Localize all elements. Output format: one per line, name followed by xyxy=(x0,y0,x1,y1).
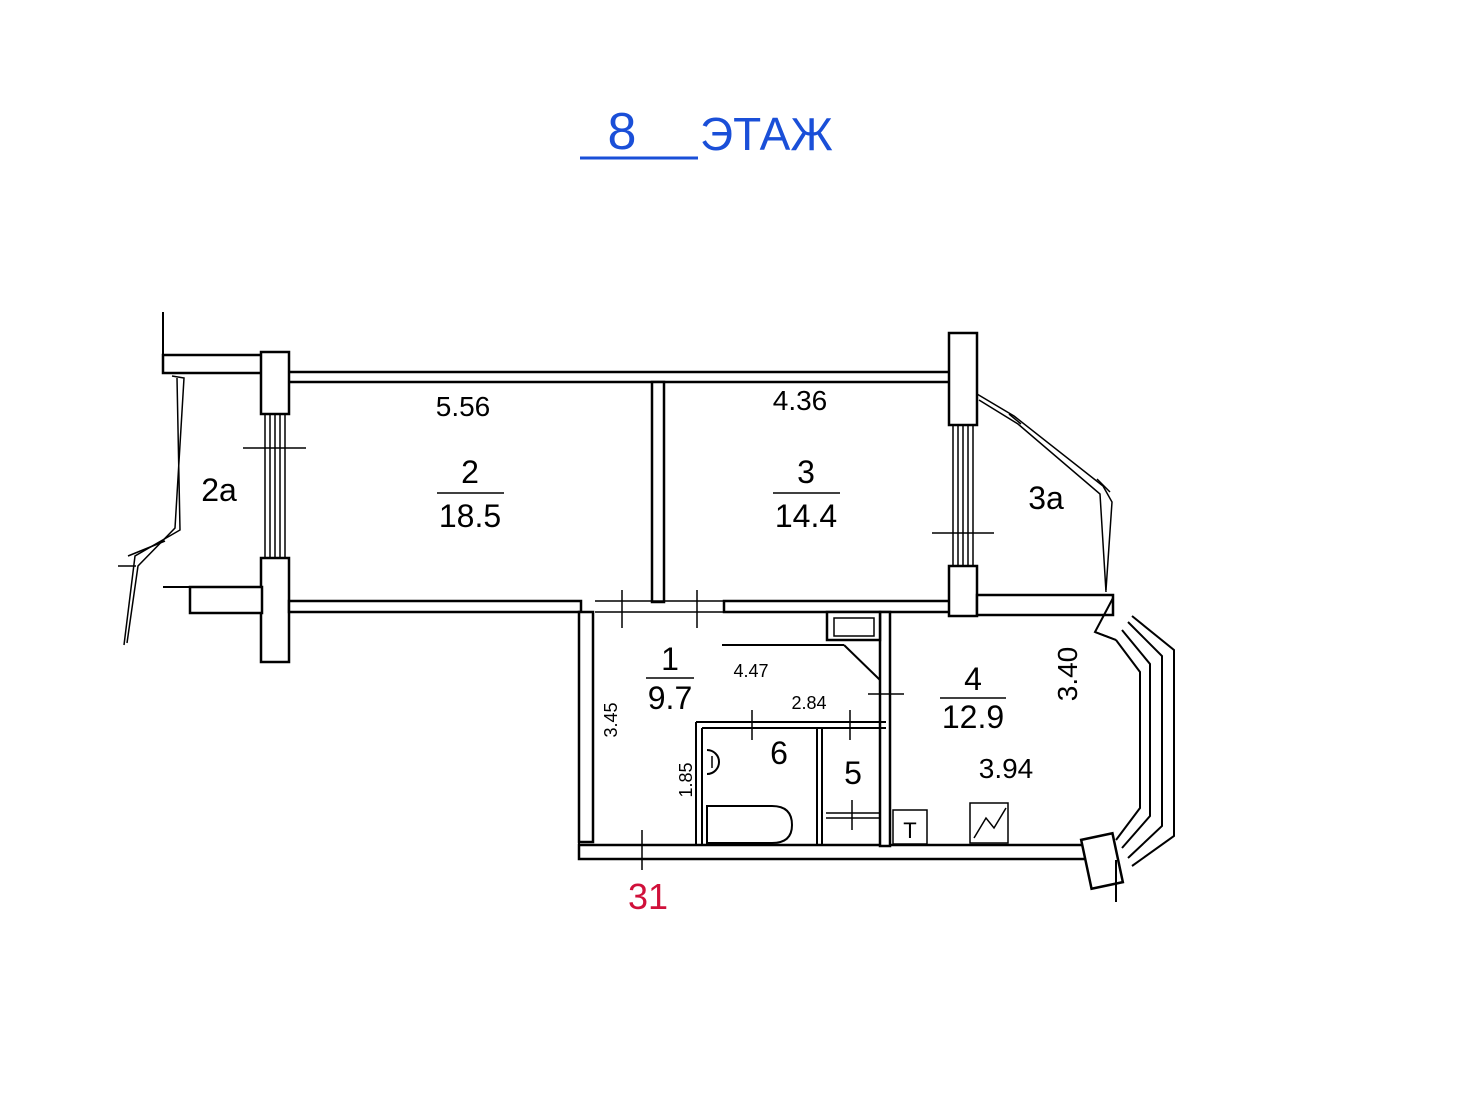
sink-icon xyxy=(706,749,720,775)
balcony-2a-railing xyxy=(118,375,185,646)
tile-stove-label: Т xyxy=(903,818,916,843)
dim-corridor-length: 4.47 xyxy=(733,661,768,681)
walls xyxy=(161,312,1175,902)
room-6-id: 6 xyxy=(770,735,788,771)
room-2a-id: 2а xyxy=(201,472,237,508)
room-5-id: 5 xyxy=(844,755,862,791)
room-2-id: 2 xyxy=(461,454,479,490)
dim-room4-width: 3.94 xyxy=(979,753,1034,784)
bathtub xyxy=(706,805,794,844)
tile-stove-box xyxy=(892,809,928,845)
dim-bath-width: 2.84 xyxy=(791,693,826,713)
room-2-area: 18.5 xyxy=(439,498,501,534)
stove-icon xyxy=(969,802,1009,844)
toilet-fixture xyxy=(826,800,880,830)
dim-room3-width: 4.36 xyxy=(773,385,828,416)
floor-word: ЭТАЖ xyxy=(700,108,833,160)
room-4-id: 4 xyxy=(964,661,982,697)
room-3a-id: 3а xyxy=(1028,480,1064,516)
room-3-id: 3 xyxy=(797,454,815,490)
dim-bath-depth: 1.85 xyxy=(676,762,696,797)
dim-room4-depth: 3.40 xyxy=(1052,647,1083,702)
dim-room2-width: 5.56 xyxy=(436,391,491,422)
apartment-number: 31 xyxy=(628,876,668,917)
room-1-id: 1 xyxy=(661,641,679,677)
room-4-area: 12.9 xyxy=(942,699,1004,735)
room-3-area: 14.4 xyxy=(775,498,837,534)
room-1-area: 9.7 xyxy=(648,680,692,716)
floor-number: 8 xyxy=(608,103,637,161)
dim-corridor-depth: 3.45 xyxy=(601,702,621,737)
balcony-3a-railing xyxy=(976,393,1113,593)
